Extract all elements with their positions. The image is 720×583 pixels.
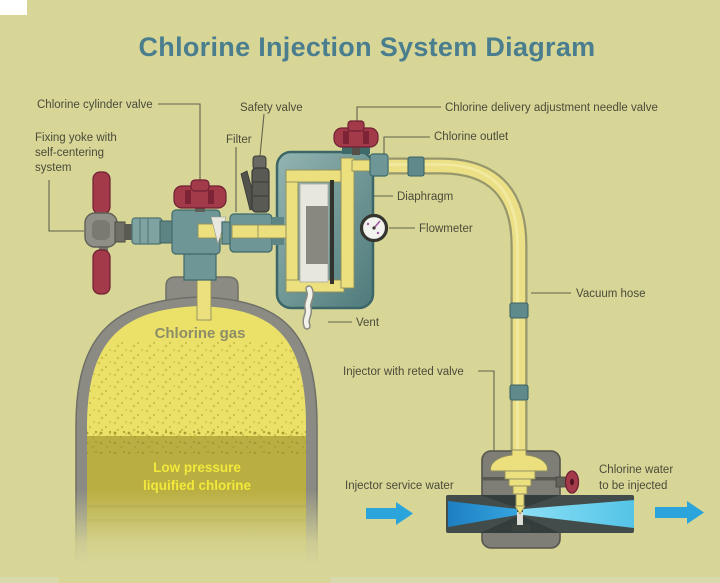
flow-arrows [366, 501, 704, 525]
regulator-channel-left [285, 169, 299, 293]
page-title: Chlorine Injection System Diagram [138, 32, 595, 62]
vacuum-regulator [257, 120, 389, 310]
needle-valve-stem [352, 147, 360, 155]
vent-tube [302, 285, 314, 330]
yoke-grip-bottom [92, 249, 111, 295]
label-needle-valve: Chlorine delivery adjustment needle valv… [445, 102, 658, 114]
low-pressure-label-line2: liquified chlorine [143, 478, 251, 493]
label-fixing-yoke-line3: system [35, 162, 71, 174]
diaphragm-membrane [330, 180, 334, 284]
yoke-grip-top [92, 171, 111, 215]
hose-connector [407, 156, 425, 177]
leader-safety-valve [259, 113, 265, 157]
safety-valve [240, 155, 270, 213]
low-pressure-label-line1: Low pressure [153, 460, 241, 475]
label-chlorine-water-line1: Chlorine water [599, 464, 673, 476]
water-stream-in [448, 501, 517, 527]
needle-knob-slot [343, 131, 349, 144]
venturi-pin [517, 512, 523, 525]
label-fixing-yoke-line2: self-centering [35, 147, 104, 159]
safety-valve-cap [252, 155, 267, 170]
valve-spindle [114, 217, 174, 245]
funnel-step [512, 485, 528, 495]
gas-speckle-band [87, 340, 306, 440]
water-stream-out [523, 500, 634, 528]
liquid-speckle-band [87, 428, 306, 454]
cylinder-valve-knob-hub [190, 179, 210, 192]
injector-hand-wheel-hub [570, 478, 574, 486]
spindle-collar-right [159, 220, 174, 244]
regulator-channel-right [340, 157, 355, 289]
label-filter: Filter [226, 134, 252, 146]
regulator-channel-top [285, 169, 345, 183]
leader-injector [478, 370, 495, 455]
hose-connector [509, 384, 529, 401]
vacuum-hose [389, 156, 529, 453]
spindle-cone [124, 224, 133, 240]
diaphragm-plate-core [306, 206, 328, 264]
labels: Chlorine cylinder valve Fixing yoke with… [35, 99, 673, 492]
funnel-step [508, 478, 532, 487]
flowmeter-tick [376, 231, 380, 235]
label-vent: Vent [356, 317, 380, 329]
inlet-arrow-icon [366, 502, 413, 525]
chlorine-outlet-stub [369, 153, 389, 177]
label-injector: Injector with reted valve [343, 366, 464, 378]
corner-white-patch [0, 0, 27, 15]
vent-tube-pipe [303, 286, 313, 329]
funnel-tip [514, 505, 526, 515]
venturi-seat [512, 524, 530, 531]
injector [446, 449, 634, 549]
injector-funnel-bell [490, 449, 548, 472]
label-vacuum-hose: Vacuum hose [576, 288, 645, 300]
spindle-collar-left [114, 221, 126, 243]
funnel-plate [504, 470, 536, 480]
safety-valve-cylinder [251, 167, 270, 213]
leader-fixing-yoke [48, 180, 84, 232]
regulator-inlet-channel [257, 224, 291, 239]
chlorine-cylinder: Chlorine gas Low pressure liquified chlo… [58, 276, 330, 583]
flowmeter-tick [366, 222, 370, 226]
hose-highlight [389, 163, 519, 453]
label-flowmeter: Flowmeter [419, 223, 473, 235]
hose-connector [509, 302, 529, 319]
yoke-hub-core [92, 220, 110, 240]
label-safety-valve: Safety valve [240, 102, 303, 114]
cylinder-fade [58, 490, 330, 583]
spindle-cylinder [131, 217, 163, 245]
chlorine-gas-label: Chlorine gas [155, 325, 246, 342]
flowmeter-hub [372, 226, 376, 230]
knob-slot [185, 190, 191, 204]
funnel-stem [515, 493, 525, 507]
label-diaphragm: Diaphragm [397, 191, 453, 203]
label-chlorine-outlet: Chlorine outlet [434, 131, 509, 143]
label-chlorine-water-line2: to be injected [599, 480, 667, 492]
label-chlorine-cylinder-valve: Chlorine cylinder valve [37, 99, 153, 111]
needle-valve-knob-hub [347, 120, 365, 132]
flowmeter-gauge [359, 213, 389, 243]
bottom-edge-strip [0, 577, 720, 583]
label-fixing-yoke-line1: Fixing yoke with [35, 132, 117, 144]
leader-lines [48, 103, 571, 455]
outlet-arrow-icon [655, 501, 704, 524]
knob-slot [208, 190, 214, 204]
leader-needle-valve [356, 106, 441, 125]
needle-knob-slot [363, 131, 369, 144]
label-injector-service-water: Injector service water [345, 480, 454, 492]
leader-chlorine-cylinder-valve [158, 103, 201, 180]
